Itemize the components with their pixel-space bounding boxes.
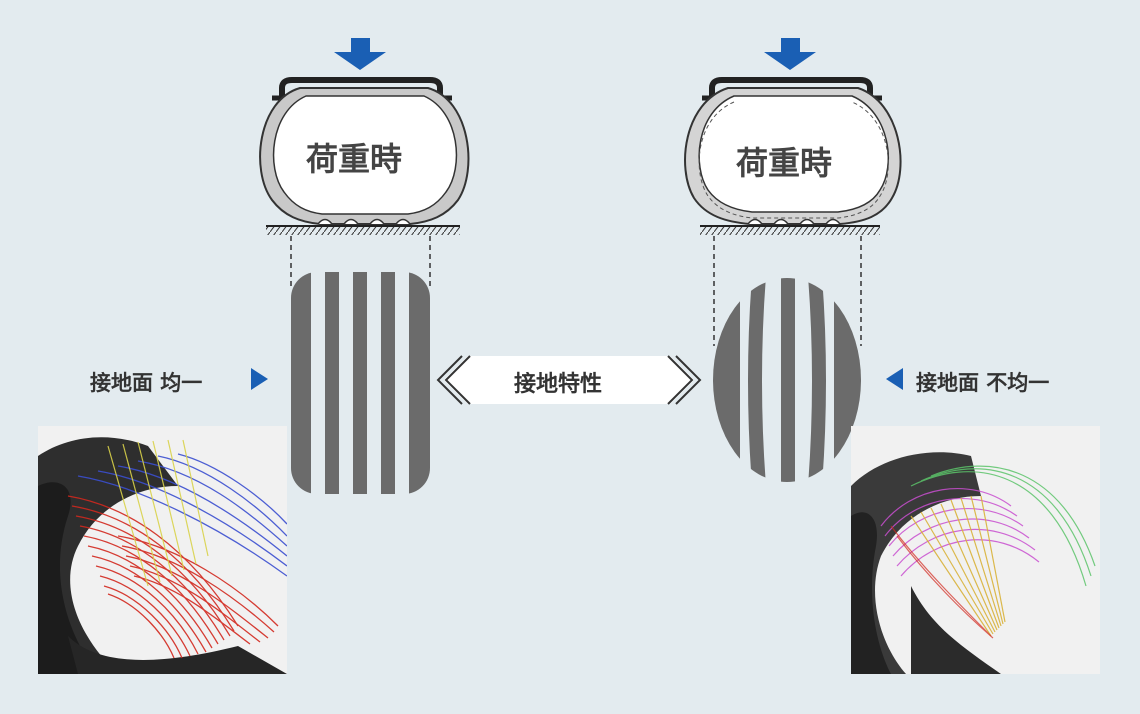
- right-simulation-svg: [851, 426, 1100, 674]
- right-tire-label: 荷重時: [736, 144, 833, 182]
- left-contact-patch: [291, 272, 430, 494]
- left-simulation-svg: [38, 426, 287, 674]
- right-simulation-image: [851, 426, 1100, 674]
- right-pointer-icon: [886, 368, 903, 390]
- left-tire-cross-section: [259, 38, 470, 235]
- right-contact-patch: [713, 278, 861, 482]
- center-label: 接地特性: [514, 372, 603, 397]
- right-side-label: 接地面 不均一: [916, 371, 1050, 395]
- left-side-label: 接地面 均一: [90, 371, 203, 395]
- left-simulation-image: [38, 426, 287, 674]
- right-down-arrow-icon: [764, 38, 816, 70]
- left-pointer-icon: [251, 368, 268, 390]
- left-tire-label: 荷重時: [306, 140, 403, 178]
- center-banner: [436, 355, 702, 405]
- left-down-arrow-icon: [334, 38, 386, 70]
- right-tire-cross-section: [684, 38, 902, 235]
